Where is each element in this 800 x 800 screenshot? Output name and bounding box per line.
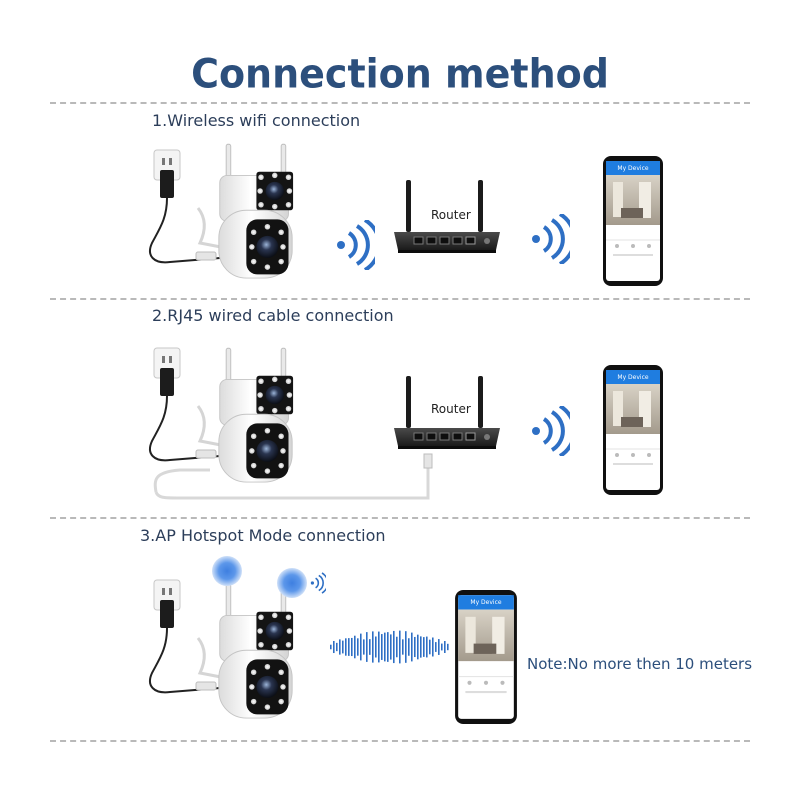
wifi-signal-icon (530, 214, 570, 264)
divider (50, 740, 750, 742)
camera-icon (206, 578, 316, 728)
phone-icon (603, 156, 663, 286)
wifi-signal-icon (530, 406, 570, 456)
divider (50, 298, 750, 300)
page-title: Connection method (191, 50, 609, 98)
divider (50, 517, 750, 519)
sound-wave-icon (330, 630, 449, 664)
divider (50, 102, 750, 104)
phone-icon (603, 365, 663, 495)
camera-icon (206, 138, 316, 288)
wifi-signal-icon (335, 220, 375, 270)
router-icon (392, 180, 502, 270)
phone-header: My Device (617, 374, 649, 381)
hotspot-dot-icon (277, 568, 307, 598)
ethernet-cable (153, 453, 433, 500)
hotspot-dot-icon (212, 556, 242, 586)
router-label: Router (431, 402, 471, 416)
router-label: Router (431, 208, 471, 222)
phone-header: My Device (617, 165, 649, 172)
section-3-label: 3.AP Hotspot Mode connection (140, 526, 386, 545)
section-2-label: 2.RJ45 wired cable connection (152, 306, 394, 325)
phone-icon (455, 590, 517, 724)
phone-header: My Device (470, 599, 502, 606)
wifi-signal-icon (310, 572, 326, 594)
section-1-label: 1.Wireless wifi connection (152, 111, 361, 130)
range-note: Note:No more then 10 meters (527, 655, 753, 673)
